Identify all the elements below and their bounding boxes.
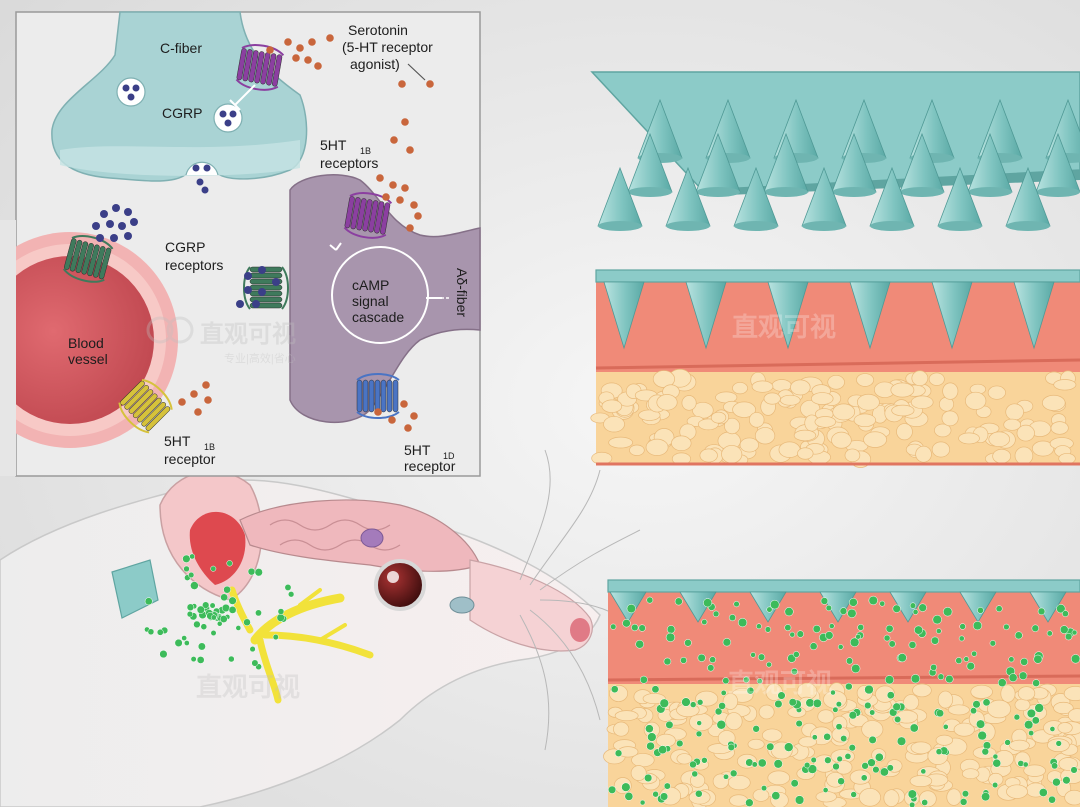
c-fiber-label: C-fiber [160,40,202,56]
watermark-panel-2: 直观可视 [732,312,836,342]
blood-vessel-label-line2: vessel [68,351,108,367]
cgrp-receptors-label: CGRP [165,239,205,255]
serotonin-label: Serotonin [348,22,408,38]
camp-label: cAMP [352,277,389,293]
5ht1d-label-line2: receptor [404,458,456,474]
serotonin-label-line2: (5-HT receptor [342,39,433,55]
rat-eye [376,561,424,609]
watermark-brand: 直观可视 [200,321,296,348]
svg-text:直观可视: 直观可视 [196,672,300,702]
5ht1d-label: 5HT [404,442,431,458]
cgrp-receptors-label-line2: receptors [165,257,223,273]
serotonin-label-line3: agonist) [350,56,400,72]
watermark-panel-3: 直观可视 [728,668,832,698]
receptor-helix [393,380,398,412]
watermark-rat: 直观可视 [196,672,300,702]
skin-cross-section-drug-release [604,580,1080,807]
blood-vessel-label: Blood [68,335,104,351]
5ht1b-top-label: 5HT [320,137,347,153]
mechanism-inset-panel: C-fiber CGRP Serotonin (5-HT receptor ag… [0,12,480,476]
receptor-helix [381,380,386,412]
cgrp-label: CGRP [162,105,202,121]
receptor-helix [363,380,368,412]
receptor-helix [250,273,282,278]
svg-text:直观可视: 直观可视 [732,312,836,342]
5ht1b-bottom-label-line2: receptor [164,451,216,467]
receptor-helix [375,380,380,412]
receptor-helix [250,267,282,272]
receptor-helix [250,291,282,296]
receptor-helix [387,380,392,412]
receptor-helix [357,380,362,412]
watermark-tagline: 专业|高效|省心 [224,351,296,365]
5ht1b-top-label-line2: receptors [320,155,378,171]
camp-label-line3: cascade [352,309,404,325]
svg-text:直观可视: 直观可视 [728,668,832,698]
camp-label-line2: signal [352,293,389,309]
adelta-fiber-label: Aδ-fiber [454,268,470,317]
cgrp-vesicle [117,78,145,106]
skin-cross-section-inserted [591,270,1080,467]
receptor-helix [369,380,374,412]
5ht1b-bottom-label: 5HT [164,433,191,449]
